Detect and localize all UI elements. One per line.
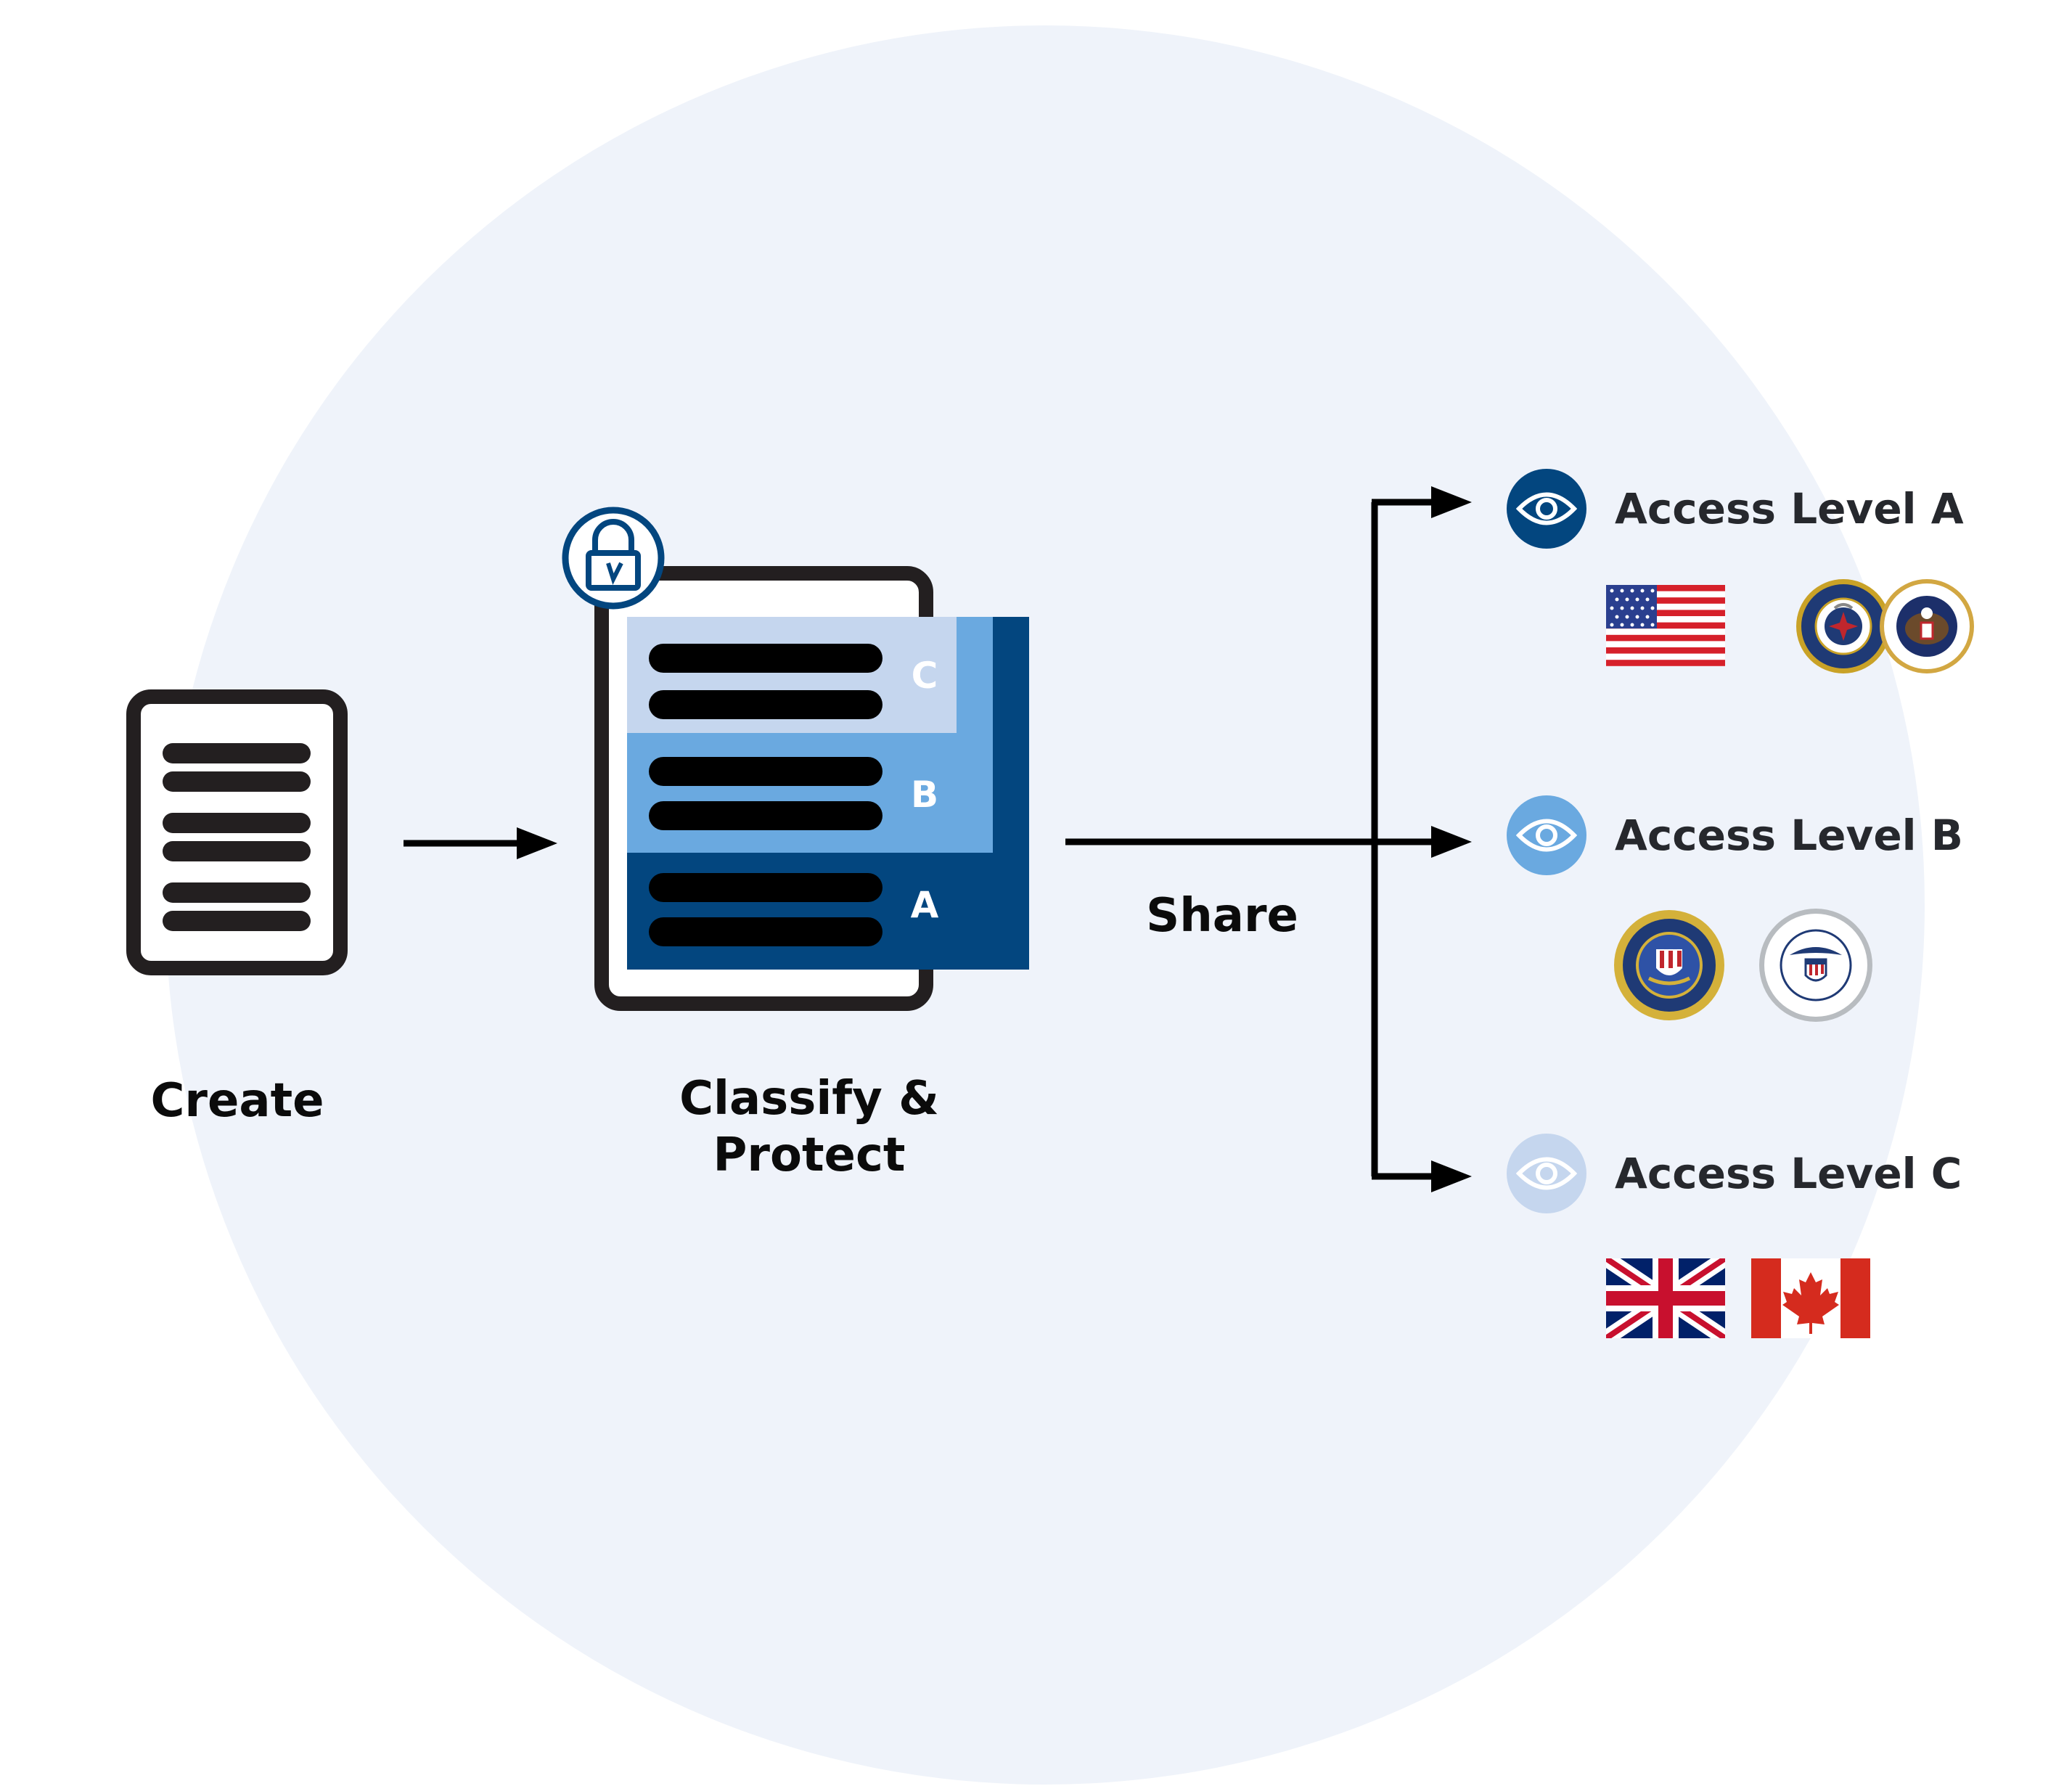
eye-icon <box>1507 1134 1586 1213</box>
eye-icon <box>1507 469 1586 549</box>
access-level-label: Access Level A <box>1615 484 1964 533</box>
classify-label-line1: Classify & <box>679 1072 939 1126</box>
share-arrowheads <box>1431 486 1472 1192</box>
uk-flag-icon <box>1606 1258 1725 1338</box>
access-level-b-row: Access Level B <box>1507 795 1963 875</box>
share-label: Share <box>1146 889 1298 943</box>
tier-a-label: A <box>911 884 939 926</box>
create-document-icon <box>126 689 348 975</box>
us-flag-icon <box>1606 585 1725 666</box>
tier-a-band <box>627 853 1029 970</box>
cbp-seal-icon <box>1759 909 1872 1022</box>
access-level-c-row: Access Level C <box>1507 1134 1962 1213</box>
create-label: Create <box>150 1074 324 1128</box>
eye-icon <box>1507 795 1586 875</box>
fbi-seal-icon <box>1614 910 1724 1020</box>
tier-b-band <box>627 733 993 853</box>
lock-icon <box>562 507 665 610</box>
arrow-to-classify <box>404 827 557 859</box>
cia-seal-icon <box>1796 579 1891 673</box>
tier-b-label: B <box>911 774 938 816</box>
access-level-a-row: Access Level A <box>1507 469 1964 549</box>
access-level-label: Access Level C <box>1615 1149 1962 1198</box>
tier-c-label: C <box>912 655 938 697</box>
classified-document-icon: C B A <box>594 566 1029 1011</box>
nsa-seal-icon <box>1880 579 1974 673</box>
access-level-label: Access Level B <box>1615 811 1963 860</box>
classify-label-line2: Protect <box>713 1128 906 1182</box>
background-circle <box>165 25 1925 1785</box>
share-connector <box>1065 499 1437 1180</box>
canada-flag-icon <box>1751 1258 1870 1338</box>
